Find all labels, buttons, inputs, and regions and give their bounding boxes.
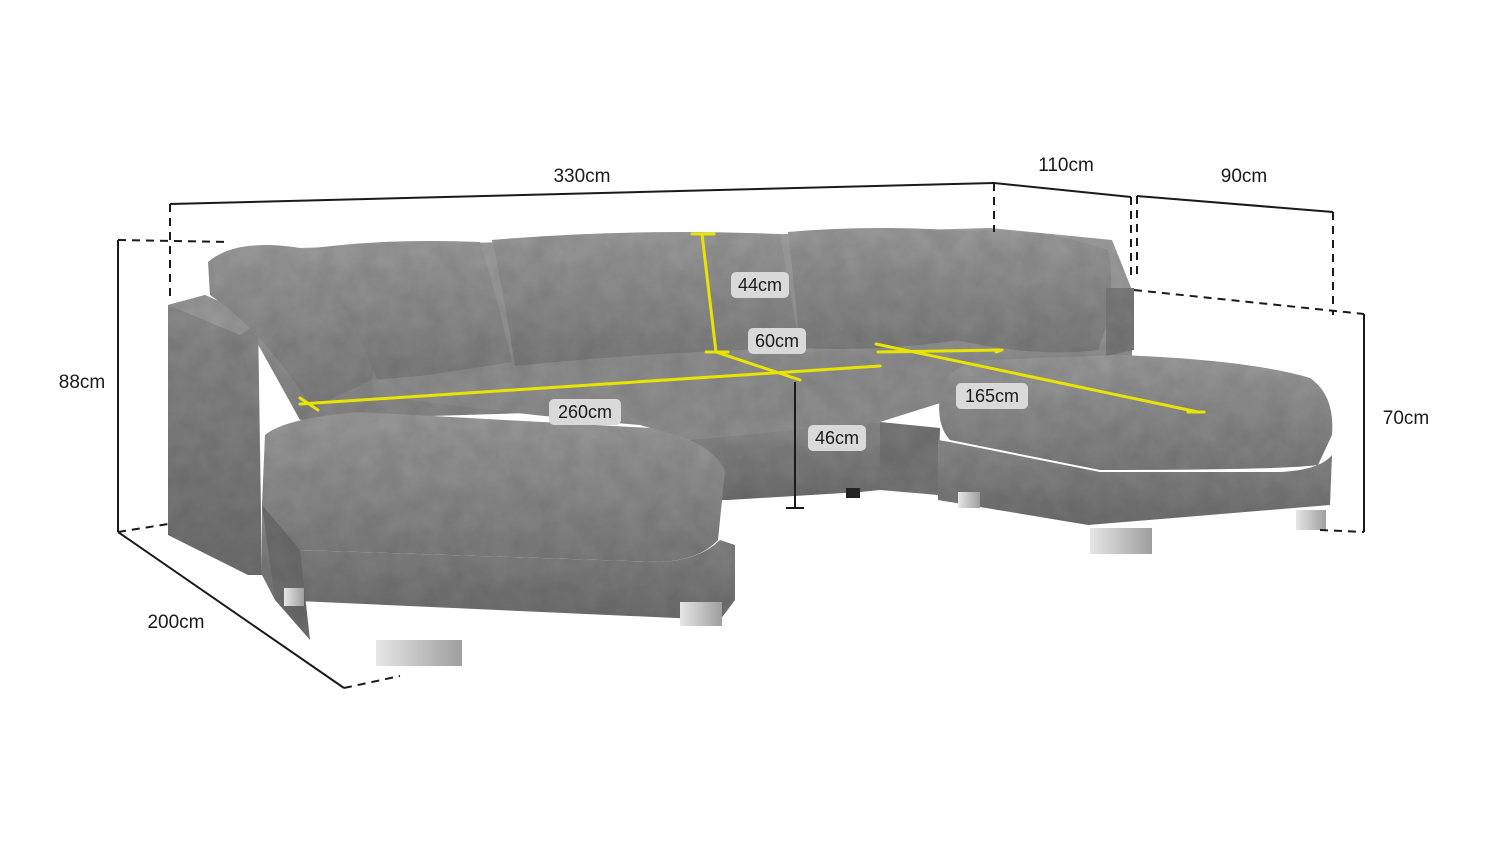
foot-left-front: [376, 640, 462, 666]
back-cushion-1: [300, 241, 512, 382]
total-width-label: 330cm: [553, 166, 610, 187]
chaise-seat-length-tag: 165cm: [956, 383, 1028, 409]
right-arm: [1106, 288, 1134, 356]
chaise-width-label: 90cm: [1221, 166, 1267, 187]
seat-width-tag: 260cm: [549, 399, 621, 425]
seat-depth-tag: 60cm: [748, 328, 806, 354]
back-cushion-2: [492, 232, 800, 366]
left-arm-top: [168, 295, 262, 335]
seat-height-line: [786, 382, 804, 509]
back-cushion-3: [788, 228, 978, 349]
foot-left-front-2: [680, 602, 722, 626]
left-arm: [168, 295, 262, 575]
sofa-illustration: [168, 228, 1333, 640]
foot-right-inner: [958, 492, 980, 508]
back-cushion-height-label: 44cm: [738, 275, 782, 295]
outer-dimension-lines: [117, 182, 1365, 689]
right-chaise-cushion: [939, 355, 1333, 470]
foot-middle: [846, 488, 860, 498]
middle-seat-cushion: [372, 350, 955, 440]
left-chaise-base: [262, 505, 735, 620]
right-chaise-base: [938, 440, 1332, 525]
foot-right-front: [1090, 528, 1152, 554]
foot-left-back: [284, 588, 304, 606]
inner-dimension-labels: 44cm 60cm 260cm 165cm 46cm: [549, 272, 1028, 451]
back-cushion-height-tag: 44cm: [731, 272, 789, 298]
seat-height-tag: 46cm: [808, 425, 866, 451]
back-height-label: 88cm: [59, 372, 105, 393]
chaise-height-label: 70cm: [1383, 408, 1429, 429]
chaise-seat-length-label: 165cm: [965, 386, 1019, 406]
left-chaise-cushion: [262, 412, 725, 562]
inner-measure-lines: [298, 232, 1206, 414]
seat-height-label: 46cm: [815, 428, 859, 448]
outer-dimension-labels: 330cm 110cm 90cm 88cm 70cm 200cm: [59, 155, 1429, 633]
foot-right-back: [1296, 510, 1326, 530]
right-depth-label: 110cm: [1038, 155, 1094, 176]
seat-width-label: 260cm: [558, 402, 612, 422]
corner-seat-base: [880, 422, 940, 495]
right-back-cushion: [955, 230, 1112, 353]
seat-depth-label: 60cm: [755, 331, 799, 351]
left-chaise-base-side: [262, 505, 310, 640]
sofa-feet: [284, 488, 1326, 666]
left-depth-label: 200cm: [147, 612, 204, 633]
